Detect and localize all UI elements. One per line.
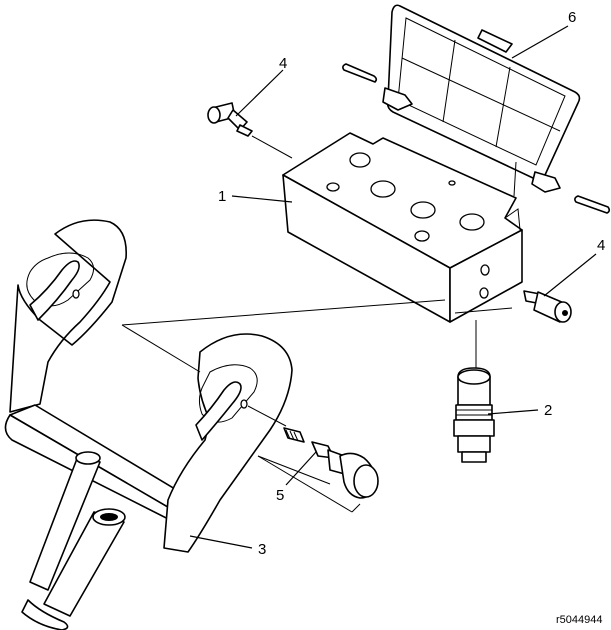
cartridge-part (453, 367, 495, 463)
bracket-part (4, 219, 293, 630)
screw-left-axis (251, 135, 293, 159)
screw-left-part (207, 102, 253, 137)
callout-6: 6 (568, 9, 576, 26)
dowel-pin-right (574, 195, 611, 214)
callout-3: 3 (258, 541, 266, 558)
callout-4-left: 4 (279, 55, 287, 72)
reference-code: r5044944 (556, 614, 603, 626)
valve-block-part (282, 132, 523, 323)
callout-1: 1 (218, 188, 226, 205)
callout-2: 2 (544, 402, 552, 419)
dowel-pin-left (342, 63, 378, 83)
leader-lines (189, 25, 597, 549)
plunger-axis (247, 405, 287, 427)
callout-5: 5 (276, 487, 284, 504)
gasket-cover-part (382, 4, 581, 193)
alignment-lines (121, 161, 517, 513)
screw-right-part (523, 290, 572, 323)
callout-4-right: 4 (597, 237, 605, 254)
plunger-kit-part (283, 427, 379, 499)
